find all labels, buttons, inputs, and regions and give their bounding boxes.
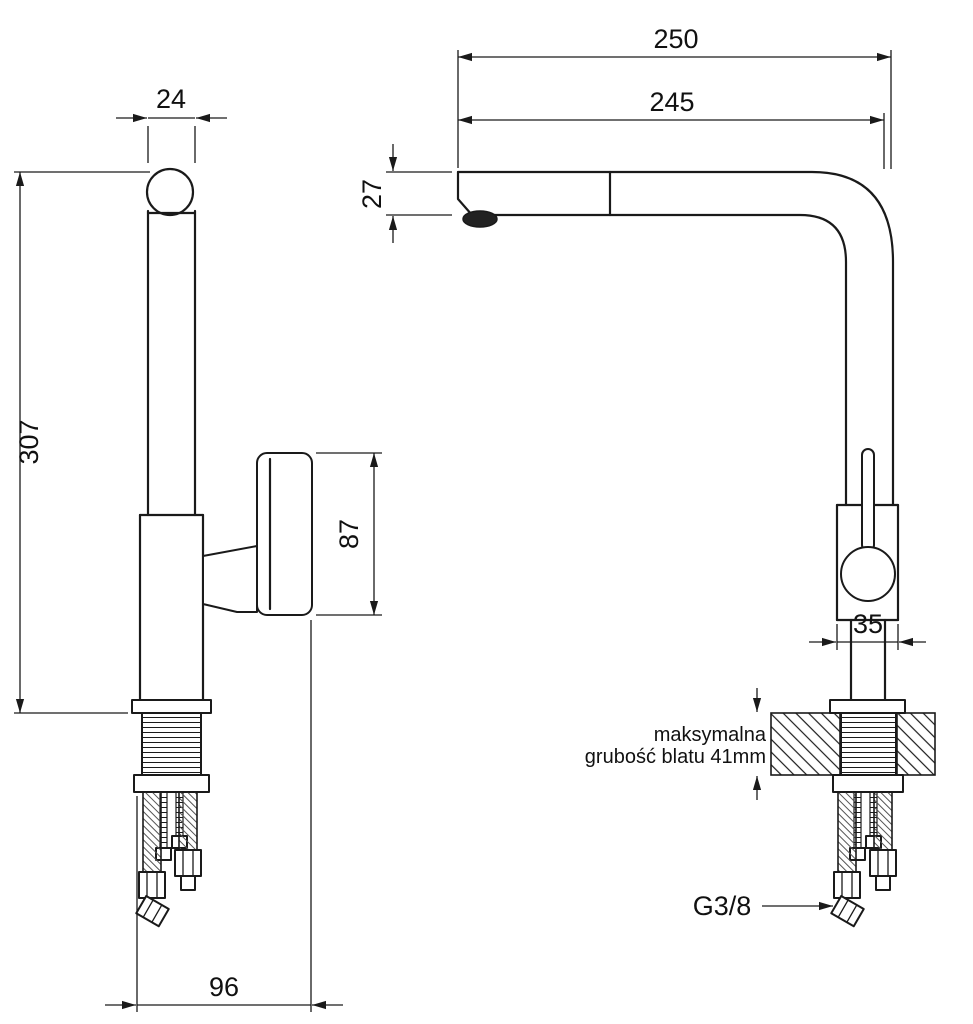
dim-label-250: 250 <box>653 24 698 54</box>
spout-tip <box>456 170 474 217</box>
ball-joint-top-icon <box>145 167 195 217</box>
dim-spout-reach: 245 <box>458 87 885 169</box>
countertop-thickness-note: maksymalna grubość blatu 41mm <box>585 688 767 800</box>
dim-total-height: 307 <box>14 171 150 714</box>
dim-label-27: 27 <box>357 179 387 209</box>
handle-connector-side <box>202 545 258 613</box>
supply-hose <box>142 791 162 873</box>
aerator-icon <box>462 210 498 228</box>
faucet-front-view <box>456 170 906 928</box>
note-line-2: grubość blatu 41mm <box>585 746 766 768</box>
supply-hose <box>873 791 893 851</box>
dim-handle-length: 87 <box>316 452 382 616</box>
hose-angled-fitting <box>135 894 170 928</box>
supply-hose <box>837 791 857 873</box>
dim-label-245: 245 <box>649 87 694 117</box>
dimension-annotations: 24 307 87 96 250 <box>14 24 926 1012</box>
threaded-shank-front <box>840 712 897 776</box>
dim-spout-pipe-width: 24 <box>116 84 227 163</box>
mounting-bracket-front <box>832 774 904 793</box>
dim-label-35: 35 <box>853 609 883 639</box>
note-line-1: maksymalna <box>654 724 767 746</box>
dim-total-reach: 250 <box>457 24 892 169</box>
dim-label-307: 307 <box>14 419 44 464</box>
hose-hex-fitting-g38 <box>833 871 861 899</box>
dim-label-96: 96 <box>209 972 239 1002</box>
base-flange-front <box>829 699 906 714</box>
countertop-hatch-right <box>896 712 936 776</box>
threaded-shank-side <box>141 712 202 776</box>
hose-tip <box>875 875 891 891</box>
hose-hex-fitting <box>174 849 202 877</box>
dim-label-87: 87 <box>334 519 364 549</box>
supply-hose <box>178 791 198 851</box>
base-flange-side <box>131 699 212 714</box>
dim-label-24: 24 <box>156 84 186 114</box>
faucet-side-view <box>131 167 313 928</box>
handle-lever-side <box>256 452 313 616</box>
mounting-bracket-side <box>133 774 210 793</box>
thread-size-label: G3/8 <box>693 891 752 921</box>
hose-angled-fitting <box>830 894 865 928</box>
countertop-section <box>770 712 936 776</box>
hose-tip <box>180 875 196 891</box>
hose-hex-fitting <box>138 871 166 899</box>
countertop-hatch-left <box>770 712 841 776</box>
dim-spout-height: 27 <box>357 144 452 243</box>
ball-joint-front <box>840 546 896 602</box>
hose-hex-fitting <box>869 849 897 877</box>
dim-base-depth: 96 <box>105 620 343 1012</box>
thread-size-callout: G3/8 <box>693 891 833 921</box>
dim-body-width: 35 <box>809 609 926 650</box>
handle-lever-front <box>861 448 875 552</box>
